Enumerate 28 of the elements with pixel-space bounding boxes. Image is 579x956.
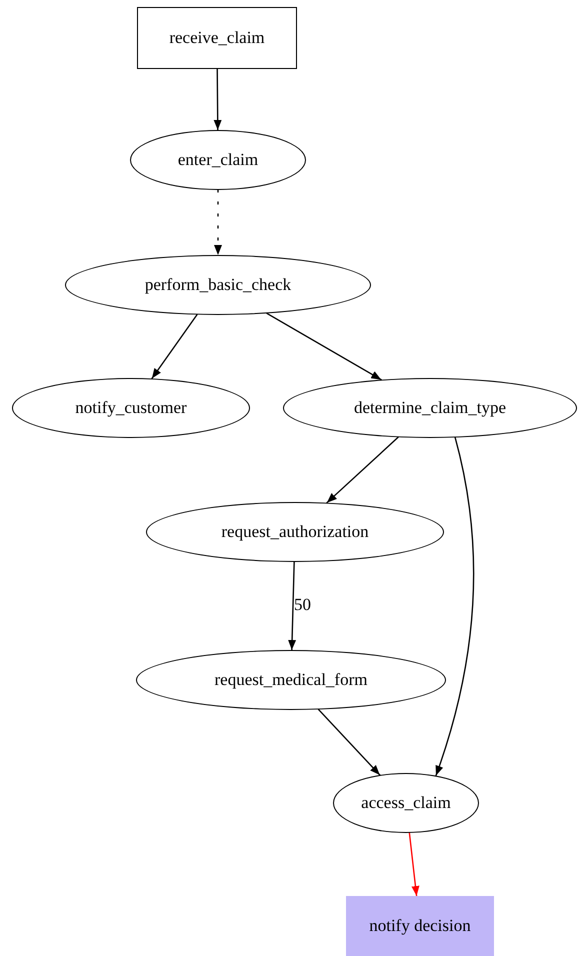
arrow xyxy=(266,312,382,380)
filled-box xyxy=(346,896,494,956)
node-label: notify decision xyxy=(369,915,471,938)
dotted-arrow xyxy=(214,189,222,256)
ellipse-node xyxy=(130,130,306,190)
node-label: determine_claim_type xyxy=(354,397,506,420)
arrow xyxy=(288,561,296,651)
node-label: request_authorization xyxy=(221,521,369,544)
arrow xyxy=(214,68,222,131)
ellipse-node xyxy=(146,502,444,562)
arrow xyxy=(151,314,198,380)
node-label: request_medical_form xyxy=(214,669,368,692)
node-label: enter_claim xyxy=(178,149,258,172)
ellipse-node xyxy=(283,378,577,438)
ellipse-node xyxy=(333,773,479,833)
arrow xyxy=(435,436,474,776)
arrow xyxy=(326,436,399,504)
ellipse-node xyxy=(136,650,446,710)
arrow xyxy=(408,832,420,897)
process-box xyxy=(137,7,297,69)
ellipse-node xyxy=(12,378,250,438)
ellipse-node xyxy=(65,255,371,315)
arrow xyxy=(318,708,380,776)
edge-label: 50 xyxy=(294,596,311,613)
node-label: perform_basic_check xyxy=(144,274,292,296)
node-label: notify_customer xyxy=(75,397,187,420)
node-label: access_claim xyxy=(361,792,451,814)
node-label: receive_claim xyxy=(169,27,265,50)
